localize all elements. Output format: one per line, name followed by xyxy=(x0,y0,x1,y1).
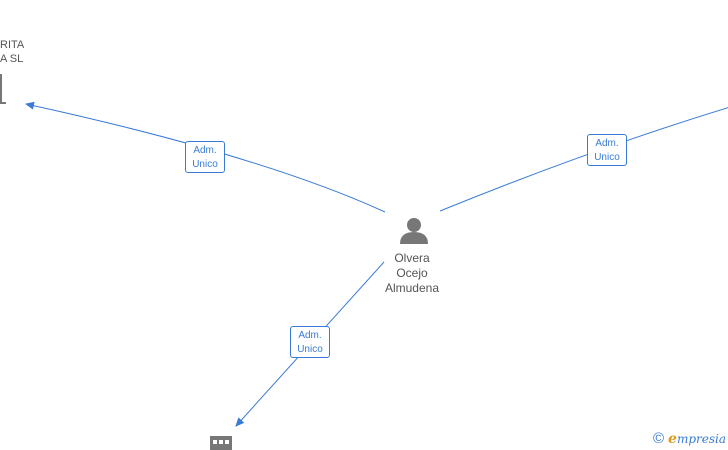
building-icon-bottom[interactable] xyxy=(210,436,232,450)
brand-logo: empresia xyxy=(668,431,726,447)
company-name-line: RITA xyxy=(0,39,25,51)
role-line: Adm. xyxy=(298,330,322,341)
role-line: Unico xyxy=(192,159,218,170)
edge-to-right-company xyxy=(439,107,728,212)
person-name[interactable]: Olvera Ocejo Almudena xyxy=(362,251,462,296)
person-name-line: Almudena xyxy=(384,281,440,295)
edge-role-label-top-left: Adm. Unico xyxy=(185,141,225,173)
building-icon-top-left[interactable] xyxy=(0,74,6,104)
copyright-icon: © xyxy=(652,430,665,447)
copyright-watermark: © empresia xyxy=(652,430,726,448)
role-line: Unico xyxy=(297,344,323,355)
person-name-line: Ocejo xyxy=(396,266,428,280)
person-icon[interactable] xyxy=(400,218,428,244)
brand-rest: mpresia xyxy=(676,432,726,446)
edge-role-label-right: Adm. Unico xyxy=(587,134,627,166)
company-name-top-left[interactable]: RITA A SL xyxy=(0,38,24,66)
role-line: Adm. xyxy=(595,138,619,149)
edge-to-top-left-company xyxy=(25,101,386,213)
role-line: Adm. xyxy=(193,145,217,156)
role-line: Unico xyxy=(594,152,620,163)
person-name-line: Olvera xyxy=(394,251,430,265)
brand-initial: e xyxy=(668,431,677,447)
edge-role-label-bottom: Adm. Unico xyxy=(290,326,330,358)
company-name-line: A SL xyxy=(0,53,24,65)
